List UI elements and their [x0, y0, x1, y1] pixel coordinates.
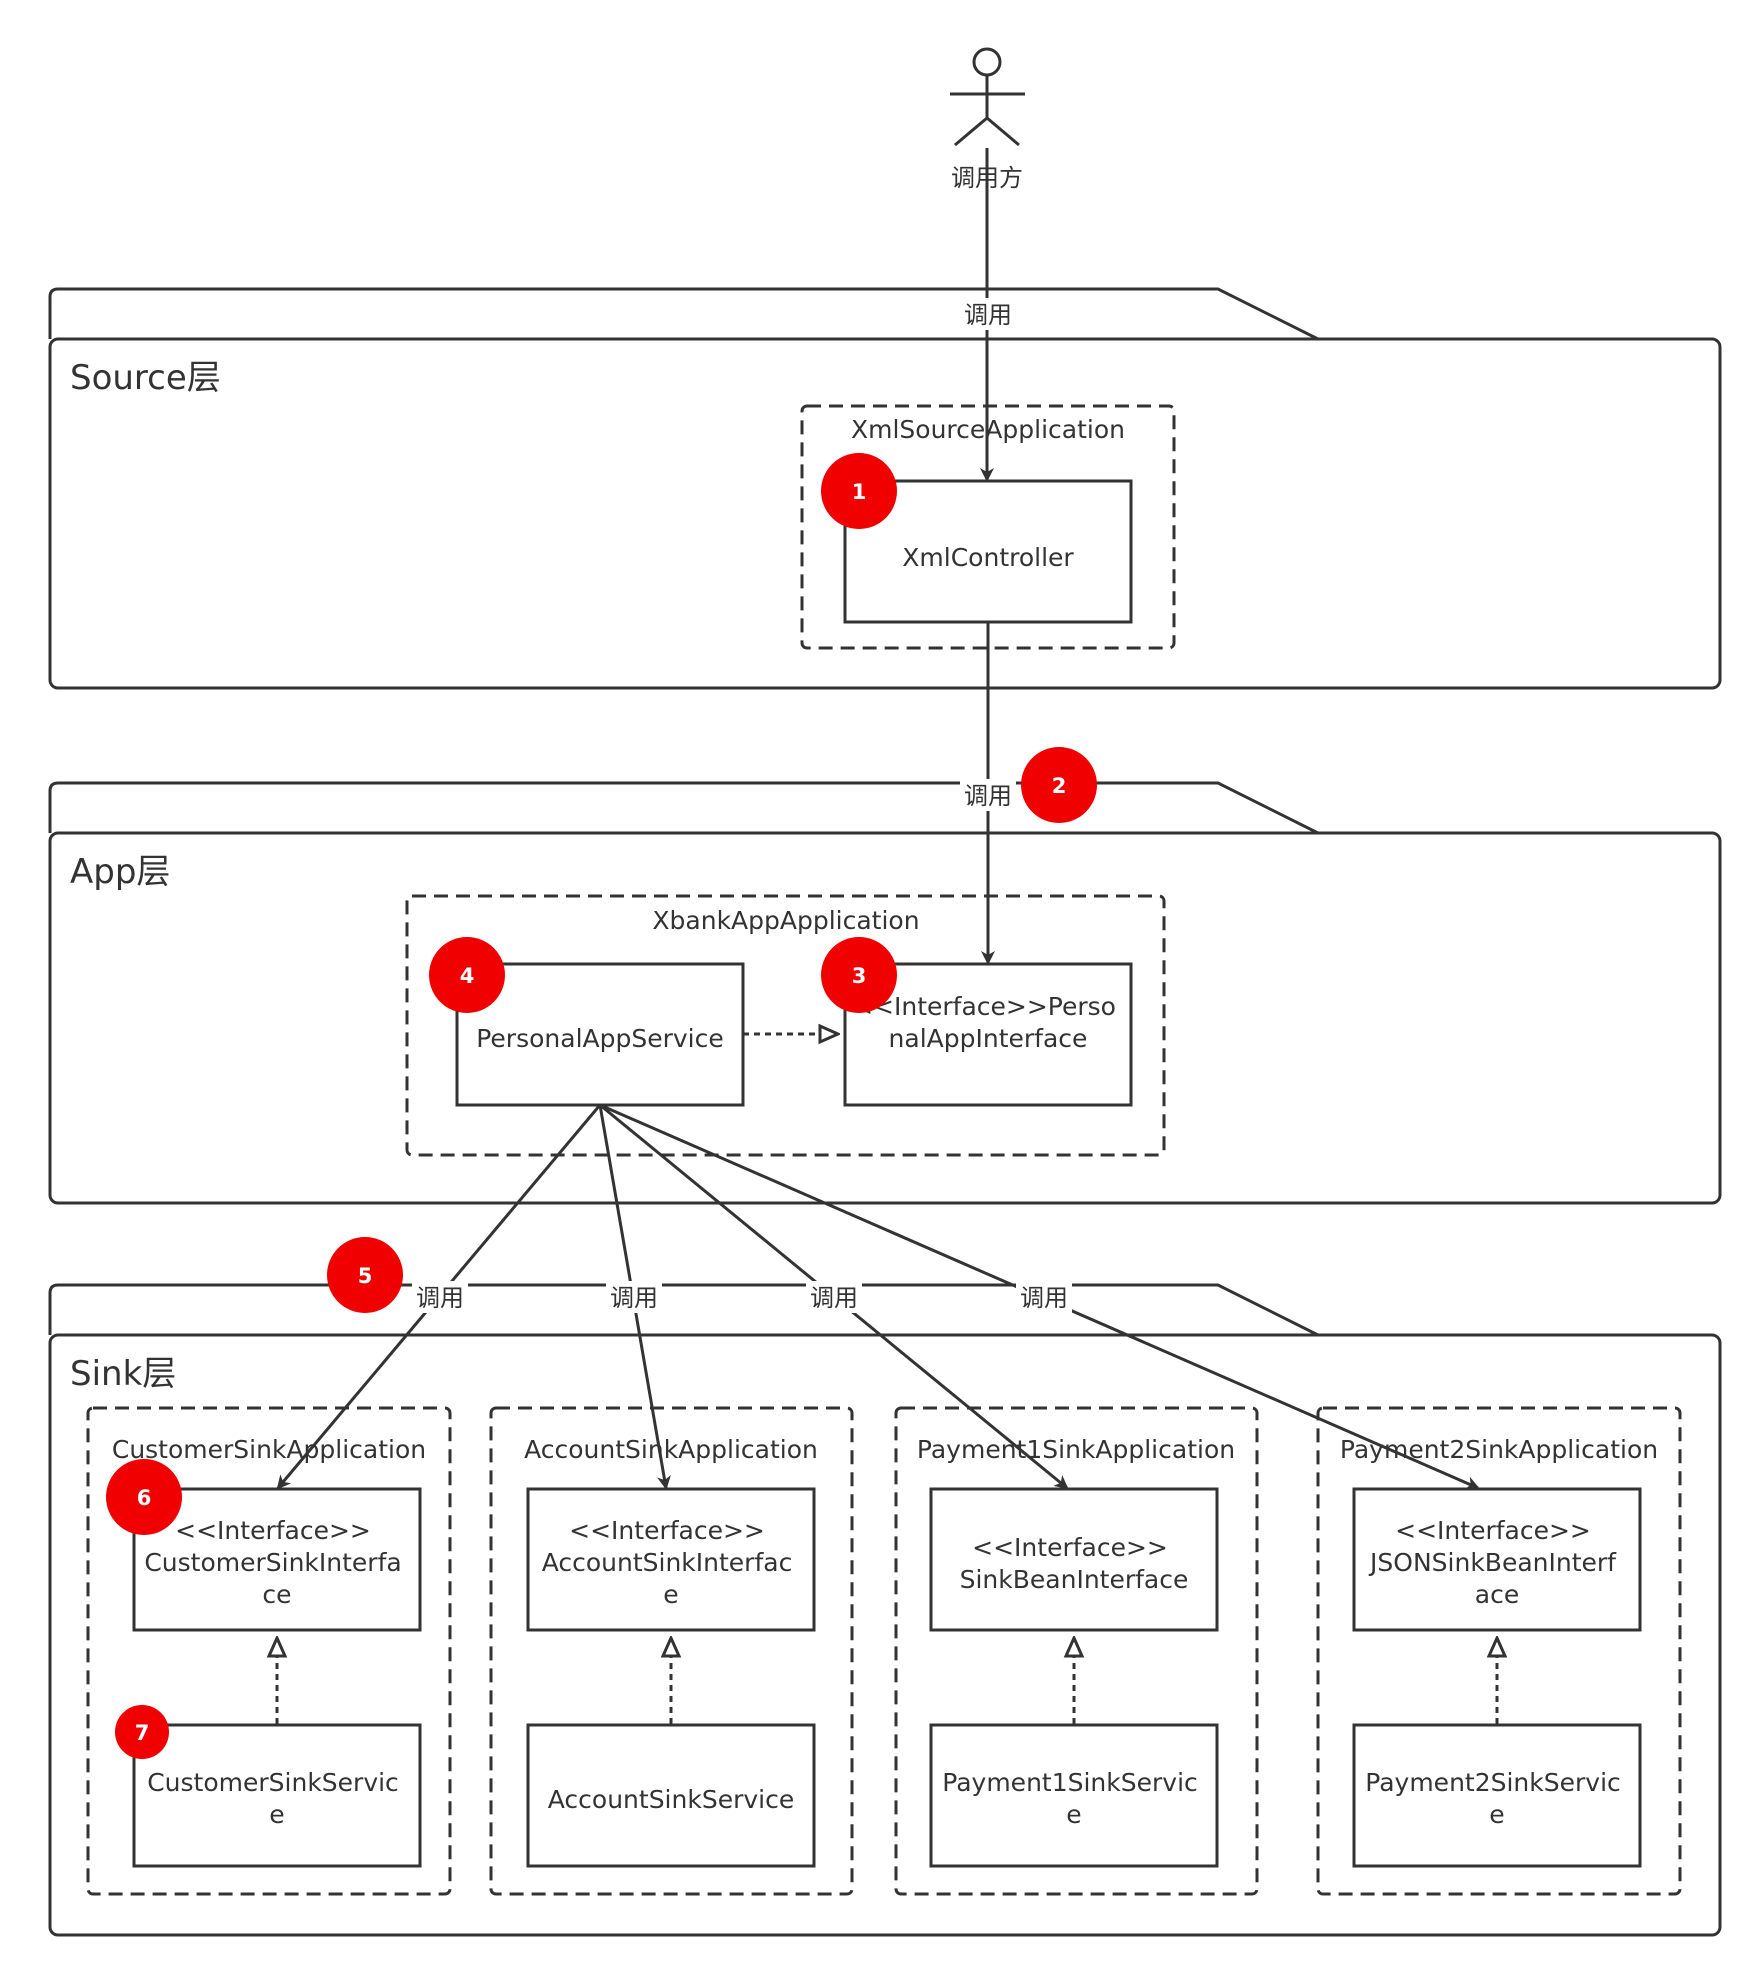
svg-text:7: 7	[135, 1721, 150, 1745]
payment1-sink-service-box[interactable]: Payment1SinkServic e	[929, 1723, 1219, 1868]
edge-label-call-5: 调用	[806, 1281, 862, 1313]
account-sink-interface-line-3: e	[663, 1580, 678, 1609]
personal-app-interface-text: <<Interface>>Perso nalAppInterface	[852, 992, 1124, 1053]
payment1-sink-service-line-2: e	[1066, 1800, 1081, 1829]
svg-text:调用: 调用	[964, 782, 1012, 810]
account-sink-application-label: AccountSinkApplication	[524, 1435, 818, 1464]
xbank-app-application[interactable]: XbankAppApplication	[405, 894, 1166, 1157]
step-badge-4: 4	[429, 937, 505, 1013]
account-sink-interface-line-2: AccountSinkInterfac	[542, 1548, 793, 1577]
sink-bean-interface-box[interactable]: <<Interface>> SinkBeanInterface	[929, 1487, 1219, 1632]
personal-app-interface-line-1: <<Interface>>Perso	[852, 992, 1116, 1021]
payment1-sink-application[interactable]: Payment1SinkApplication	[894, 1406, 1259, 1896]
xml-controller-line-1: XmlController	[902, 543, 1074, 572]
json-sink-bean-interface-box[interactable]: <<Interface>> JSONSinkBeanInterf ace	[1352, 1487, 1642, 1632]
payment1-sink-service-text: Payment1SinkServic e	[942, 1768, 1205, 1829]
actor-leg-left	[954, 116, 988, 147]
personal-app-service-line-1: PersonalAppService	[476, 1024, 724, 1053]
personal-app-interface-box[interactable]: <<Interface>>Perso nalAppInterface	[843, 962, 1133, 1107]
step-badge-7: 7	[115, 1705, 169, 1759]
customer-sink-interface-box[interactable]: <<Interface>> CustomerSinkInterfa ce	[132, 1487, 422, 1632]
svg-text:3: 3	[852, 964, 867, 988]
customer-sink-application[interactable]: CustomerSinkApplication	[86, 1406, 452, 1896]
edge-label-call-2: 调用	[960, 779, 1016, 811]
actor-leg-right	[986, 116, 1020, 147]
edge-label-call-6: 调用	[1016, 1281, 1072, 1313]
step-badge-3: 3	[821, 937, 897, 1013]
svg-text:调用: 调用	[810, 1284, 858, 1312]
edge-label-call-3: 调用	[412, 1281, 468, 1313]
xbank-app-application-label: XbankAppApplication	[652, 906, 919, 935]
svg-text:2: 2	[1052, 774, 1067, 798]
customer-sink-service-line-1: CustomerSinkServic	[147, 1768, 399, 1797]
step-badge-6: 6	[106, 1459, 182, 1535]
svg-text:4: 4	[460, 964, 475, 988]
payment2-sink-service-box[interactable]: Payment2SinkServic e	[1352, 1723, 1642, 1868]
step-badge-1: 1	[821, 453, 897, 529]
svg-text:1: 1	[852, 480, 867, 504]
app-layer-package[interactable]: App层	[48, 781, 1722, 1205]
sink-bean-interface-text: <<Interface>> SinkBeanInterface	[960, 1533, 1189, 1594]
personal-app-service-text: PersonalAppService	[476, 1024, 724, 1053]
personal-app-service-box[interactable]: PersonalAppService	[455, 962, 745, 1107]
edge-label-call-1: 调用	[960, 298, 1016, 330]
sink-bean-interface-line-2: SinkBeanInterface	[960, 1565, 1189, 1594]
customer-sink-interface-line-2: CustomerSinkInterfa	[144, 1548, 401, 1577]
json-sink-bean-interface-line-3: ace	[1475, 1580, 1519, 1609]
actor-head	[972, 47, 1002, 77]
source-layer-package[interactable]: Source层	[48, 287, 1722, 690]
account-sink-interface-box[interactable]: <<Interface>> AccountSinkInterfac e	[526, 1487, 816, 1632]
account-sink-service-text: AccountSinkService	[548, 1785, 794, 1814]
svg-text:5: 5	[358, 1264, 373, 1288]
svg-text:调用: 调用	[416, 1284, 464, 1312]
personal-app-interface-line-2: nalAppInterface	[889, 1024, 1088, 1053]
payment1-sink-application-label: Payment1SinkApplication	[917, 1435, 1235, 1464]
svg-text:调用: 调用	[610, 1284, 658, 1312]
customer-sink-service-box[interactable]: CustomerSinkServic e	[132, 1723, 422, 1868]
customer-sink-service-line-2: e	[269, 1800, 284, 1829]
payment2-sink-service-text: Payment2SinkServic e	[1365, 1768, 1628, 1829]
payment2-sink-service-line-2: e	[1489, 1800, 1504, 1829]
customer-sink-application-label: CustomerSinkApplication	[112, 1435, 426, 1464]
account-sink-service-line-1: AccountSinkService	[548, 1785, 794, 1814]
svg-text:6: 6	[137, 1486, 152, 1510]
sink-layer-package[interactable]: Sink层	[48, 1283, 1722, 1937]
svg-text:调用: 调用	[964, 301, 1012, 329]
account-sink-service-box[interactable]: AccountSinkService	[526, 1723, 816, 1868]
customer-sink-interface-text: <<Interface>> CustomerSinkInterfa ce	[144, 1516, 409, 1609]
step-badge-2: 2	[1021, 747, 1097, 823]
sink-layer-label: Sink层	[70, 1354, 176, 1394]
customer-sink-service-text: CustomerSinkServic e	[147, 1768, 407, 1829]
sink-bean-interface-line-1: <<Interface>>	[972, 1533, 1168, 1562]
app-layer-label: App层	[70, 852, 170, 892]
json-sink-bean-interface-line-1: <<Interface>>	[1395, 1516, 1591, 1545]
source-layer-label: Source层	[70, 358, 221, 398]
account-sink-interface-line-1: <<Interface>>	[569, 1516, 765, 1545]
json-sink-bean-interface-line-2: JSONSinkBeanInterf	[1368, 1548, 1617, 1577]
edge-label-call-4: 调用	[606, 1281, 662, 1313]
payment1-sink-service-line-1: Payment1SinkServic	[942, 1768, 1198, 1797]
customer-sink-interface-line-1: <<Interface>>	[175, 1516, 371, 1545]
step-badge-5: 5	[327, 1237, 403, 1313]
svg-text:调用: 调用	[1020, 1284, 1068, 1312]
xml-controller-text: XmlController	[902, 543, 1074, 572]
account-sink-interface-text: <<Interface>> AccountSinkInterfac e	[542, 1516, 801, 1609]
account-sink-application[interactable]: AccountSinkApplication	[489, 1406, 854, 1896]
customer-sink-interface-line-3: ce	[262, 1580, 291, 1609]
payment2-sink-service-line-1: Payment2SinkServic	[1365, 1768, 1621, 1797]
json-sink-bean-interface-text: <<Interface>> JSONSinkBeanInterf ace	[1368, 1516, 1624, 1609]
